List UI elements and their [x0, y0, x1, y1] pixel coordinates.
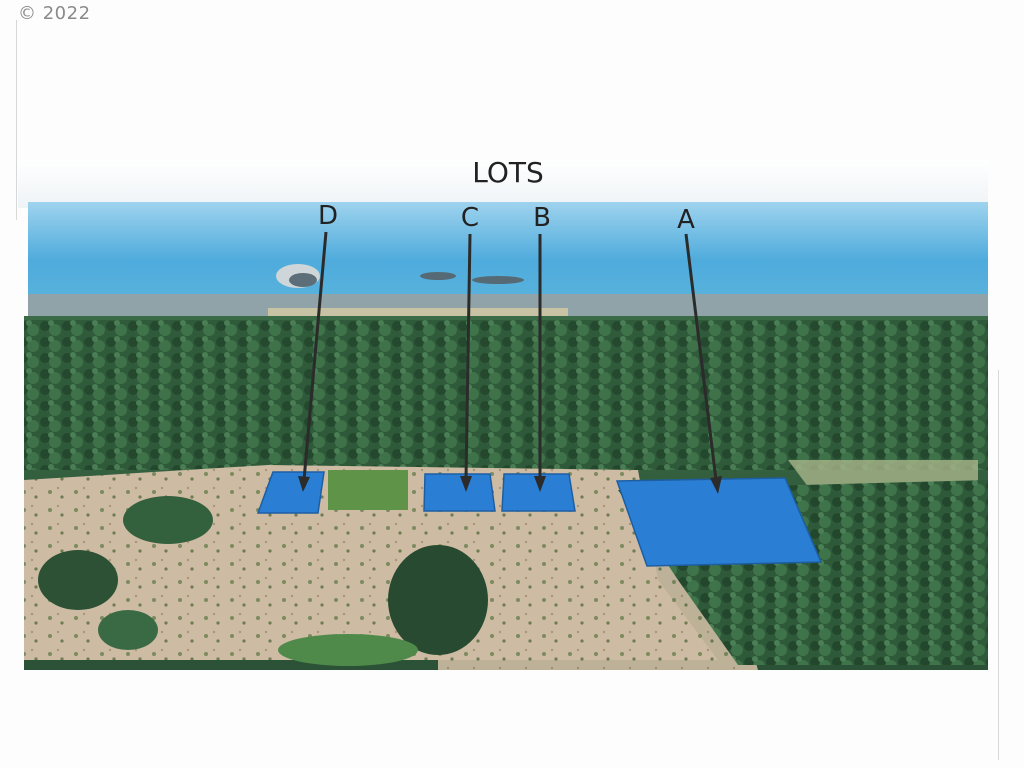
lot-c-arrowhead [460, 476, 472, 492]
tree-cluster [38, 550, 118, 610]
lot-c-arrow [464, 233, 472, 481]
forest-band [24, 320, 988, 470]
tree-cluster [123, 496, 213, 544]
lot-b-arrowhead [534, 476, 546, 492]
aerial-lots-photo: LOTS D C B A [18, 160, 988, 670]
lot-c-label: C [461, 203, 479, 233]
lot-d-arrowhead [298, 476, 310, 492]
lot-d-arrow [302, 231, 328, 481]
lot-a-label: A [677, 205, 695, 235]
lot-d-label: D [318, 201, 338, 231]
lot-b-label: B [533, 203, 551, 233]
lot-a-arrow [684, 233, 718, 481]
scan-edge-left [16, 20, 17, 220]
scan-edge-right [998, 370, 999, 760]
tree-cluster [278, 634, 418, 666]
grass-patch [328, 470, 408, 510]
sky-area [18, 160, 988, 208]
foreground-field [438, 490, 758, 670]
lots-title: LOTS [472, 160, 544, 189]
rock [289, 273, 317, 287]
lot-c-parcel [423, 473, 496, 512]
lot-b-parcel [501, 473, 576, 512]
copyright-text: © 2022 [18, 3, 91, 24]
tree-cluster [98, 610, 158, 650]
tree-cluster [388, 545, 488, 655]
lot-a-arrowhead [710, 476, 722, 494]
lot-a-parcel [615, 477, 823, 567]
rock [472, 276, 524, 284]
rock [420, 272, 456, 280]
